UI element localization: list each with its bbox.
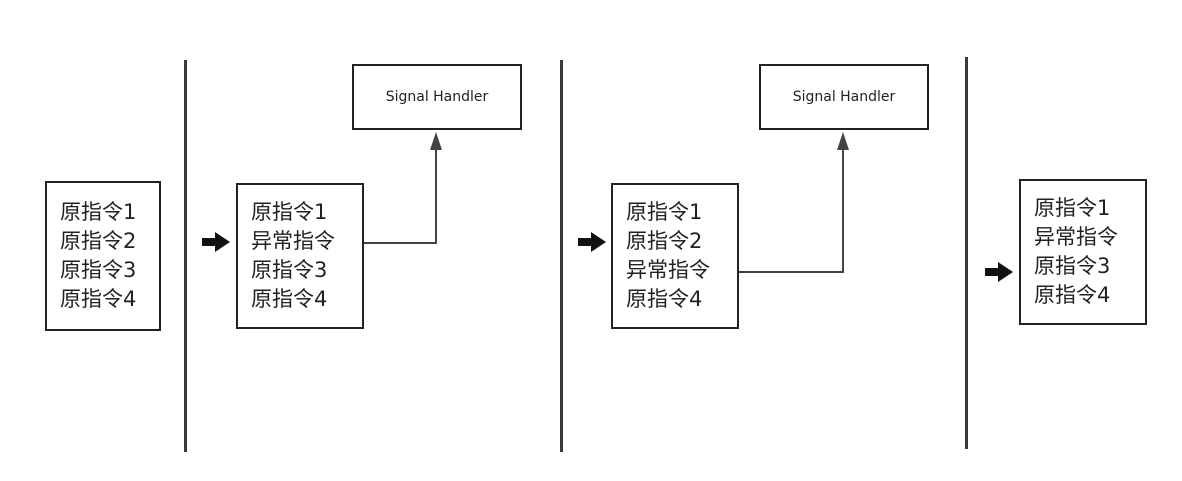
stage1-instruction-2: 原指令2	[60, 229, 137, 253]
stage2-signal-handler-label: Signal Handler	[385, 89, 489, 105]
stage4-instruction-box: 原指令1 异常指令 原指令3 原指令4	[1019, 179, 1147, 325]
stage1-instruction-1: 原指令1	[60, 200, 137, 224]
stage1-instruction-3: 原指令3	[60, 258, 137, 282]
stage2-exception-instruction: 异常指令	[251, 229, 335, 253]
stage2-instruction-3: 原指令3	[251, 258, 328, 282]
stage1-instruction-4: 原指令4	[60, 287, 137, 311]
stage4-instruction-1: 原指令1	[1034, 196, 1111, 220]
stage4-instruction-4: 原指令4	[1034, 283, 1111, 307]
stage2-instruction-4: 原指令4	[251, 287, 328, 311]
stage1-instruction-box: 原指令1 原指令2 原指令3 原指令4	[45, 181, 161, 331]
stage3-instruction-4: 原指令4	[626, 287, 703, 311]
stage-divider-3	[965, 57, 968, 449]
stage2-exception-to-handler-connector	[364, 148, 437, 244]
stage3-exception-instruction: 异常指令	[626, 258, 710, 282]
stage4-exception-instruction: 异常指令	[1034, 225, 1118, 249]
stage3-instruction-box: 原指令1 原指令2 异常指令 原指令4	[611, 183, 739, 329]
stage2-signal-handler-box: Signal Handler	[352, 64, 522, 130]
right-arrow-icon	[578, 232, 606, 252]
stage3-connector-arrowhead	[837, 132, 849, 150]
stage2-instruction-box: 原指令1 异常指令 原指令3 原指令4	[236, 183, 364, 329]
stage-divider-1	[184, 60, 187, 452]
stage-divider-2	[560, 60, 563, 452]
stage3-exception-to-handler-connector	[739, 148, 844, 273]
stage3-signal-handler-box: Signal Handler	[759, 64, 929, 130]
stage2-connector-arrowhead	[430, 132, 442, 150]
right-arrow-icon	[202, 232, 230, 252]
stage4-instruction-3: 原指令3	[1034, 254, 1111, 278]
stage3-instruction-2: 原指令2	[626, 229, 703, 253]
right-arrow-icon	[985, 262, 1013, 282]
stage3-instruction-1: 原指令1	[626, 200, 703, 224]
stage3-signal-handler-label: Signal Handler	[792, 89, 896, 105]
stage2-instruction-1: 原指令1	[251, 200, 328, 224]
